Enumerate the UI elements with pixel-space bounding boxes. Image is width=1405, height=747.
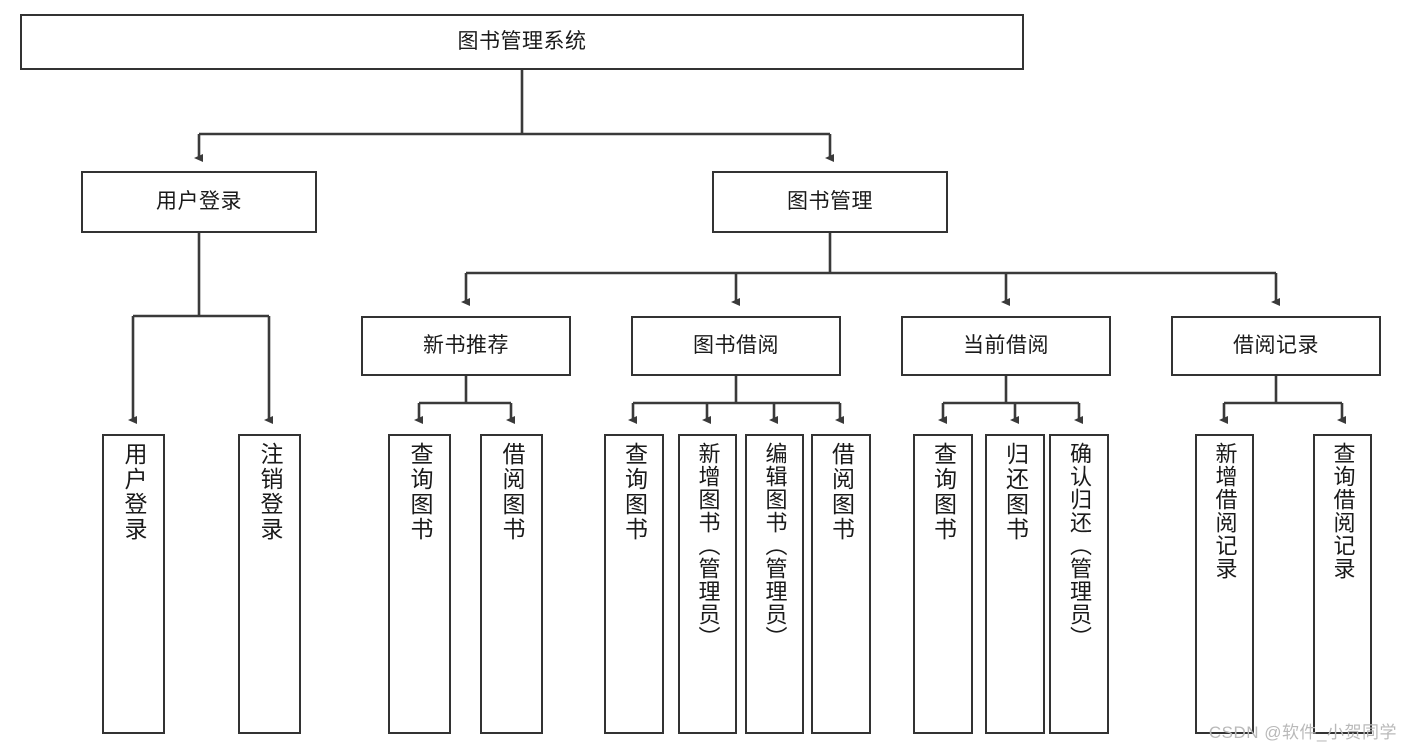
leaf-add-record[interactable]: 新增借阅记录 — [1195, 434, 1254, 734]
leaf-confirm-return[interactable]: 确认归还（管理员） — [1049, 434, 1109, 734]
node-borrow-record-label: 借阅记录 — [1233, 334, 1319, 358]
node-borrow-record[interactable]: 借阅记录 — [1171, 316, 1381, 376]
node-current-borrow[interactable]: 当前借阅 — [901, 316, 1111, 376]
leaf-edit-book-label: 编辑图书（管理员） — [762, 442, 788, 649]
leaf-user-login-label: 用户登录 — [121, 442, 147, 542]
leaf-query-book-3[interactable]: 查询图书 — [913, 434, 973, 734]
leaf-query-book-2[interactable]: 查询图书 — [604, 434, 664, 734]
leaf-query-book-1-label: 查询图书 — [407, 442, 433, 542]
node-root-label: 图书管理系统 — [457, 30, 587, 54]
leaf-query-record-label: 查询借阅记录 — [1330, 442, 1356, 580]
node-current-borrow-label: 当前借阅 — [963, 334, 1049, 358]
leaf-query-book-1[interactable]: 查询图书 — [388, 434, 451, 734]
node-user-login-label: 用户登录 — [156, 190, 242, 214]
leaf-add-record-label: 新增借阅记录 — [1212, 442, 1238, 580]
leaf-logout-login[interactable]: 注销登录 — [238, 434, 301, 734]
node-book-manage[interactable]: 图书管理 — [712, 171, 948, 233]
csdn-watermark: CSDN @软件_小贺同学 — [1208, 723, 1397, 742]
leaf-query-book-3-label: 查询图书 — [930, 442, 957, 542]
leaf-add-book-label: 新增图书（管理员） — [695, 442, 721, 649]
leaf-add-book[interactable]: 新增图书（管理员） — [678, 434, 737, 734]
node-user-login[interactable]: 用户登录 — [81, 171, 317, 233]
leaf-query-record[interactable]: 查询借阅记录 — [1313, 434, 1372, 734]
leaf-confirm-return-label: 确认归还（管理员） — [1067, 442, 1092, 649]
leaf-borrow-book-2-label: 借阅图书 — [828, 442, 855, 542]
leaf-borrow-book-1[interactable]: 借阅图书 — [480, 434, 543, 734]
leaf-query-book-2-label: 查询图书 — [621, 442, 648, 542]
node-book-borrow-label: 图书借阅 — [693, 334, 779, 358]
leaf-return-book[interactable]: 归还图书 — [985, 434, 1045, 734]
leaf-borrow-book-2[interactable]: 借阅图书 — [811, 434, 871, 734]
node-book-borrow[interactable]: 图书借阅 — [631, 316, 841, 376]
node-root[interactable]: 图书管理系统 — [20, 14, 1024, 70]
leaf-borrow-book-1-label: 借阅图书 — [499, 442, 525, 542]
leaf-user-login[interactable]: 用户登录 — [102, 434, 165, 734]
node-book-manage-label: 图书管理 — [787, 190, 873, 214]
leaf-edit-book[interactable]: 编辑图书（管理员） — [745, 434, 804, 734]
node-new-book-recommend[interactable]: 新书推荐 — [361, 316, 571, 376]
leaf-logout-login-label: 注销登录 — [257, 442, 283, 542]
leaf-return-book-label: 归还图书 — [1002, 442, 1029, 542]
node-new-book-recommend-label: 新书推荐 — [423, 334, 509, 358]
